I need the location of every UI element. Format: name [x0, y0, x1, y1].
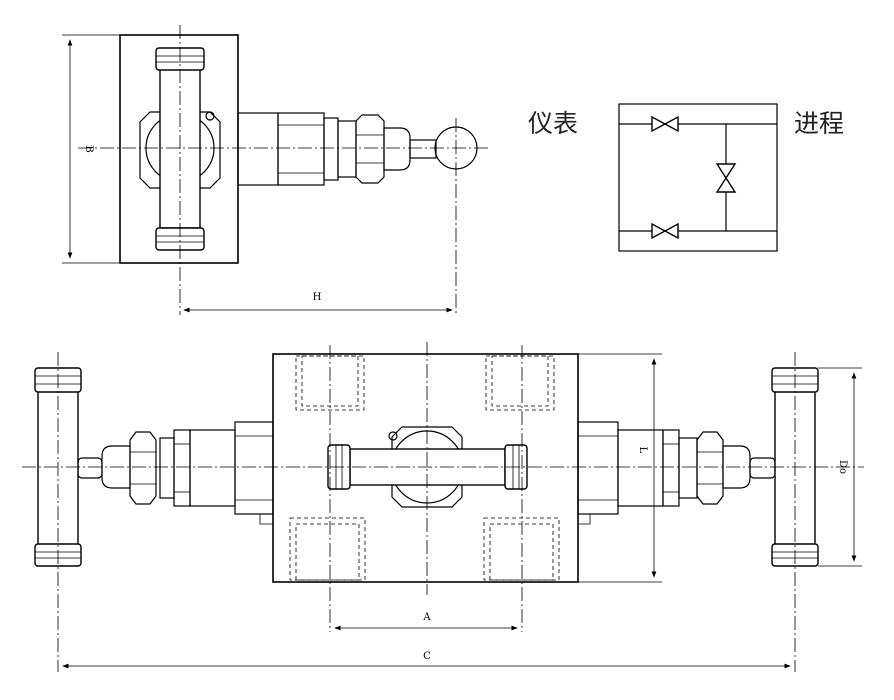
- top-bonnet: [237, 112, 279, 186]
- hidden-port-bl: [289, 517, 366, 581]
- right-lock-nut: [696, 431, 724, 505]
- left-ring: [159, 437, 175, 499]
- top-stem: [409, 139, 437, 159]
- valve-symbol-upper: [651, 115, 667, 133]
- hidden-port-br: [483, 517, 560, 581]
- right-stem-head: [722, 445, 751, 489]
- dim-label-b: B: [83, 145, 94, 152]
- hidden-port-tr: [485, 355, 555, 411]
- top-lock-nut: [355, 114, 385, 184]
- left-packing-nut: [189, 429, 236, 507]
- valve-symbol-lower: [651, 222, 667, 240]
- valve-symbol-equalizer: [715, 163, 737, 180]
- label-process: 进程: [794, 109, 844, 138]
- left-stem: [77, 457, 103, 479]
- schematic: 仪表 进程: [528, 103, 844, 252]
- top-packing-nut: [277, 112, 325, 186]
- top-collar-1: [323, 117, 339, 181]
- front-hex-nut: [391, 426, 463, 508]
- dim-label-h: H: [313, 292, 322, 303]
- dim-label-c: C: [423, 651, 431, 662]
- right-ring: [678, 437, 698, 499]
- top-collar-2: [337, 120, 357, 178]
- dim-label-l: L: [637, 447, 648, 454]
- front-view: L Do A C: [22, 342, 864, 672]
- top-view: B H: [62, 25, 488, 315]
- right-packing-nut: [617, 429, 664, 507]
- left-stem-head: [101, 445, 131, 489]
- top-stem-head: [383, 127, 411, 171]
- left-lock-nut: [129, 431, 157, 505]
- dim-label-a: A: [422, 612, 431, 623]
- label-instrument: 仪表: [528, 109, 578, 138]
- top-plug: [205, 111, 215, 121]
- dim-label-do: Do: [837, 460, 848, 474]
- front-plug: [388, 431, 398, 441]
- left-collar: [173, 429, 191, 507]
- schematic-frame: [618, 103, 778, 252]
- right-collar: [662, 429, 680, 507]
- hidden-port-tl: [295, 355, 365, 411]
- right-stem: [749, 457, 776, 479]
